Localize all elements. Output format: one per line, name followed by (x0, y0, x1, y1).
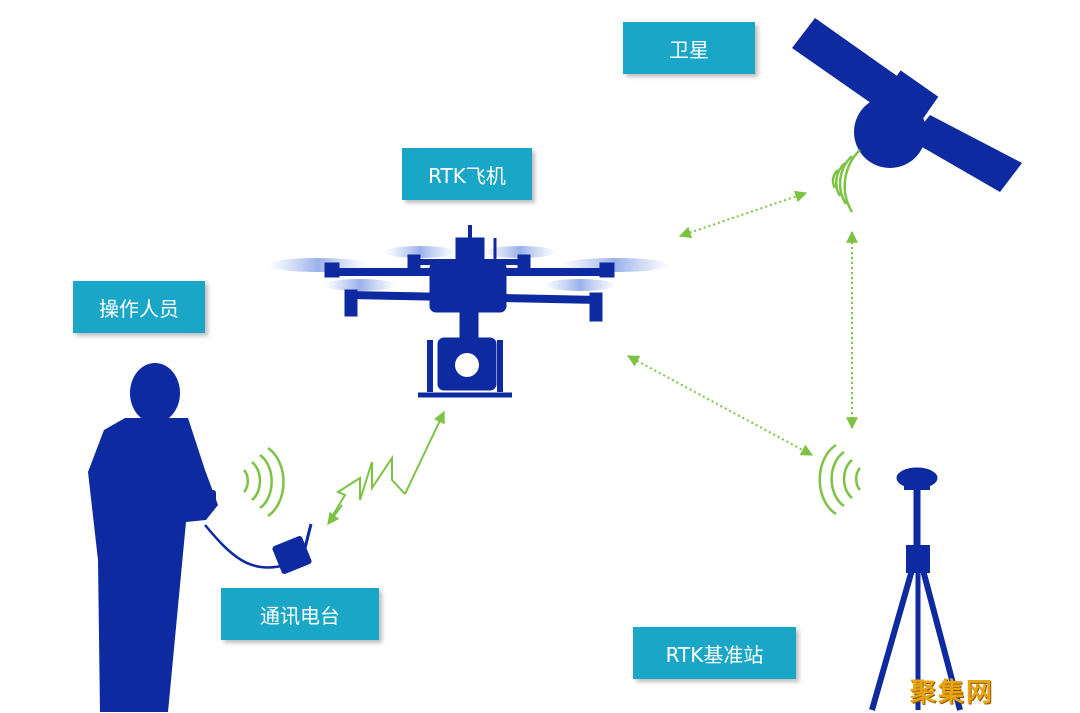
operator-icon (88, 363, 218, 712)
label-operator: 操作人员 (73, 281, 205, 333)
drone-icon (268, 225, 670, 398)
satellite-icon (792, 18, 1022, 192)
label-base-station: RTK基准站 (633, 627, 796, 679)
label-satellite: 卫星 (623, 22, 755, 74)
link-radio-drone (327, 410, 445, 525)
label-rtk-drone: RTK飞机 (402, 148, 532, 200)
label-radio: 通讯电台 (221, 588, 379, 640)
base-station-icon (869, 467, 963, 711)
link-drone-base (626, 355, 814, 456)
watermark: 聚集网 (909, 678, 994, 708)
signal-wave-operator (243, 446, 285, 518)
signal-wave-satellite (831, 149, 861, 213)
link-drone-satellite (678, 190, 808, 239)
radio-icon (272, 523, 313, 574)
signal-wave-base (818, 443, 861, 516)
